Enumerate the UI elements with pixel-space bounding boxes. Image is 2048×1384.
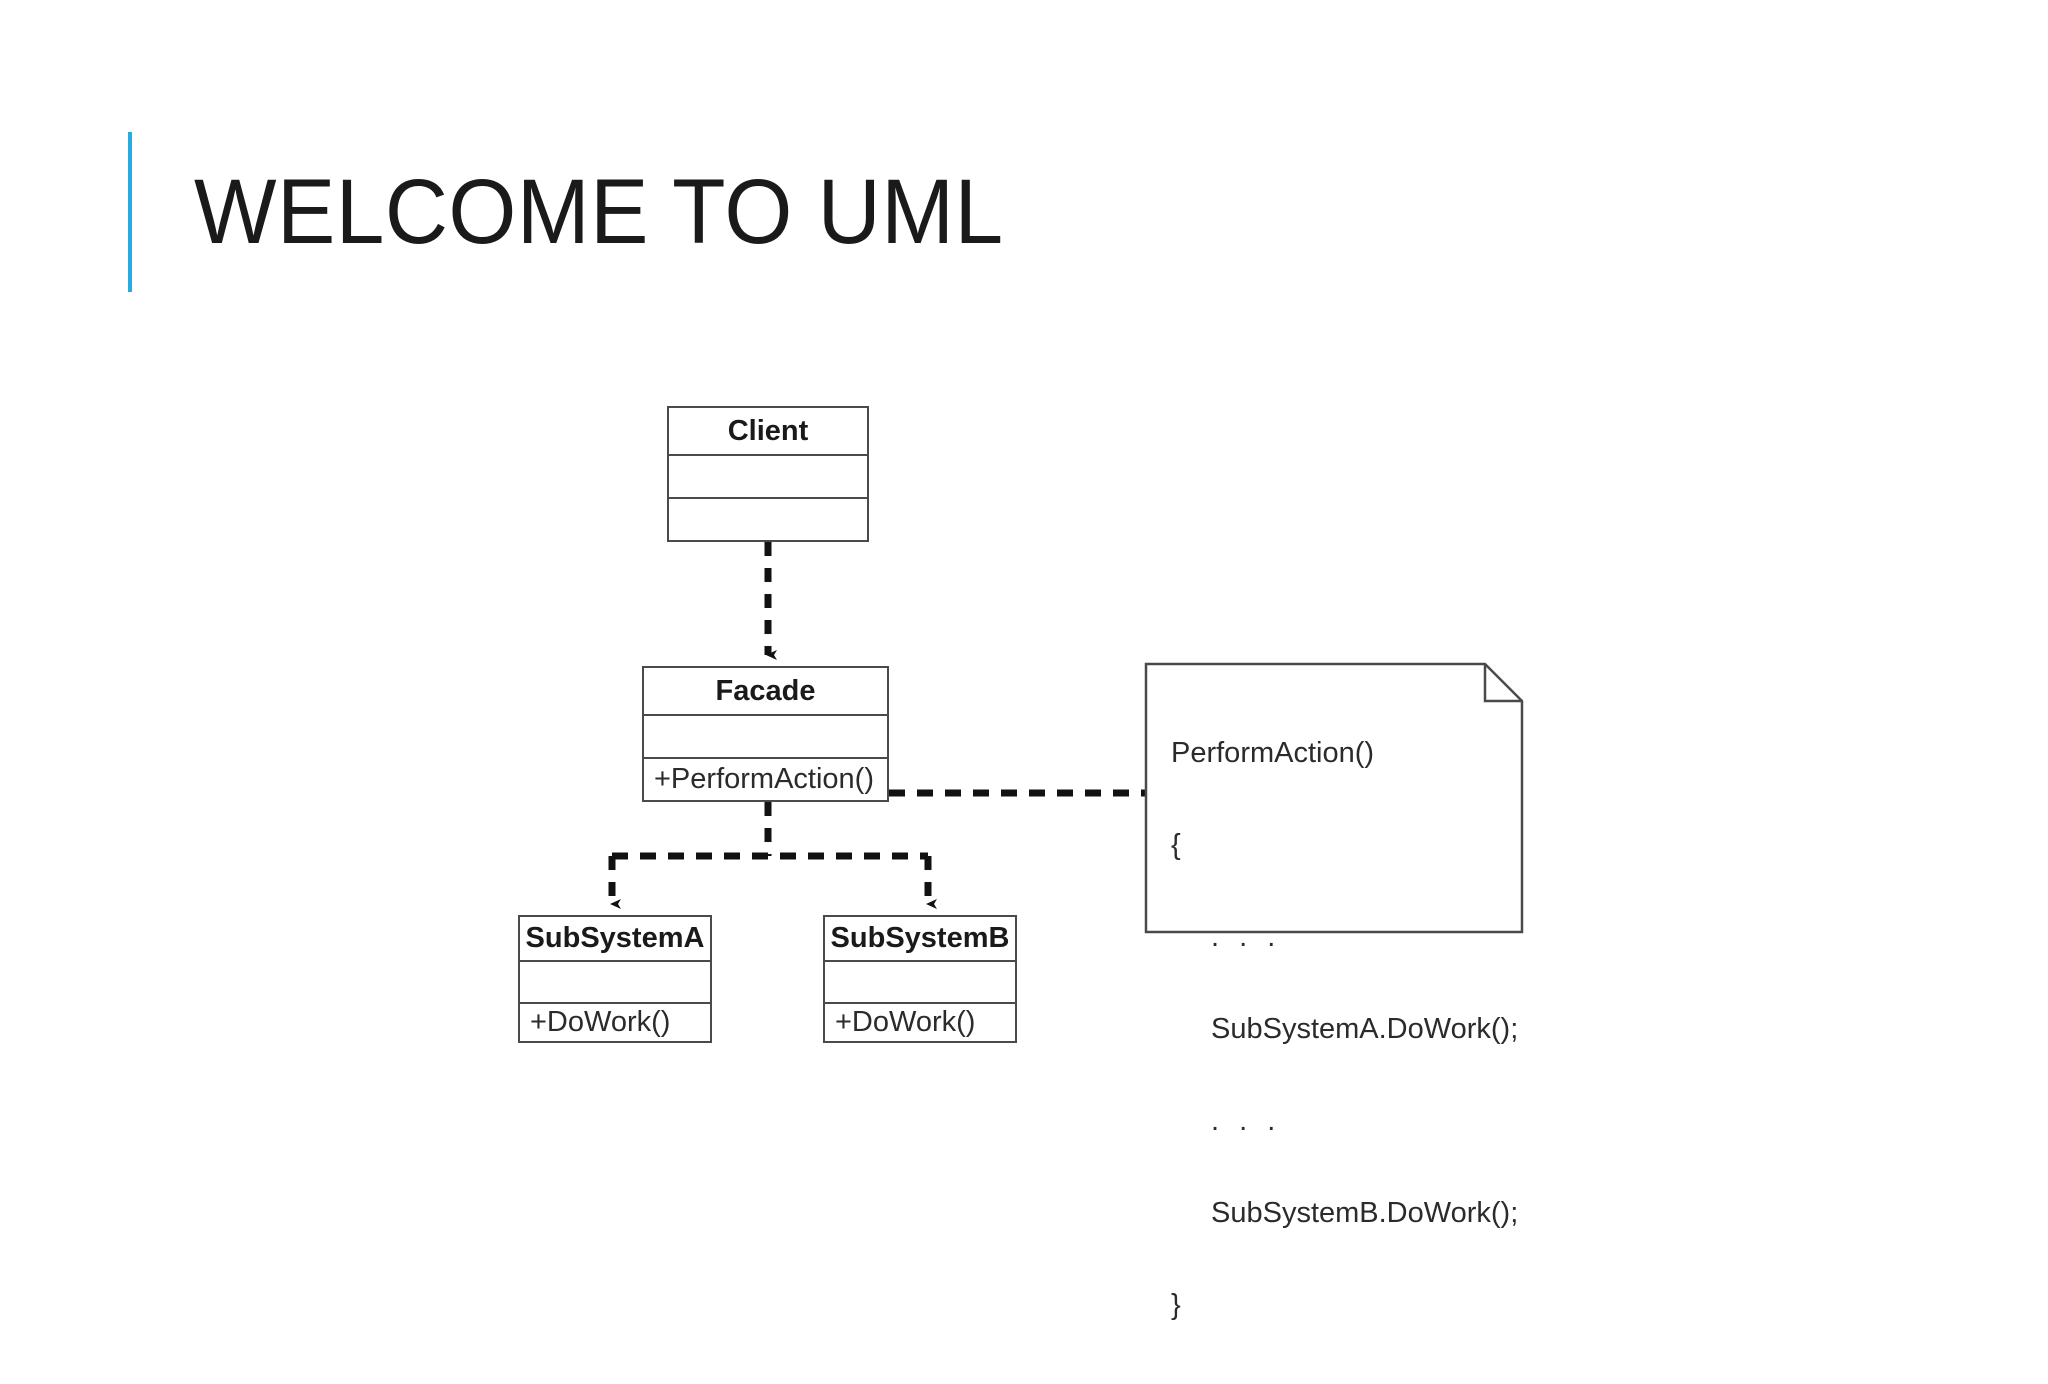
page-title: WELCOME TO UML <box>194 161 1004 263</box>
uml-class-facade-name: Facade <box>644 668 887 716</box>
uml-class-facade-operation-performaction: +PerformAction() <box>654 763 874 795</box>
slide-title-block: WELCOME TO UML <box>128 132 1046 292</box>
note-line-close-brace: } <box>1171 1289 1181 1321</box>
note-shape-icon <box>1144 662 1524 934</box>
note-line-ellipsis-1: . . . <box>1211 921 1282 953</box>
uml-class-subsystema-operation-dowork: +DoWork() <box>530 1005 671 1038</box>
note-body: PerformAction() { . . . SubSystemA.DoWor… <box>1171 681 1519 1383</box>
uml-class-subsystema-attributes <box>520 962 710 1004</box>
uml-class-facade[interactable]: Facade +PerformAction() <box>642 666 889 802</box>
diagram-connectors <box>608 542 1145 909</box>
uml-class-facade-attributes <box>644 716 887 759</box>
uml-class-subsystema-name: SubSystemA <box>520 917 710 963</box>
uml-class-subsystemb-attributes <box>825 962 1015 1004</box>
uml-class-subsystemb[interactable]: SubSystemB +DoWork() <box>823 915 1017 1043</box>
uml-class-subsystemb-operation-dowork: +DoWork() <box>835 1005 976 1038</box>
uml-class-subsystema[interactable]: SubSystemA +DoWork() <box>518 915 712 1043</box>
uml-note-performaction[interactable]: PerformAction() { . . . SubSystemA.DoWor… <box>1144 662 1524 1320</box>
connector-facade-to-subsystems <box>608 802 937 909</box>
note-line-signature: PerformAction() <box>1171 737 1375 769</box>
uml-class-subsystemb-name: SubSystemB <box>825 917 1015 963</box>
note-line-call-subsystemb: SubSystemB.DoWork(); <box>1211 1197 1519 1229</box>
uml-class-diagram: Client Facade +PerformAction() SubSystem… <box>518 406 1524 1320</box>
uml-class-client-operations <box>669 499 867 540</box>
uml-class-client-attributes <box>669 456 867 499</box>
uml-class-client-name: Client <box>669 408 867 456</box>
note-line-ellipsis-2: . . . <box>1211 1105 1282 1137</box>
note-line-open-brace: { <box>1171 829 1181 861</box>
title-accent-bar <box>128 132 132 292</box>
uml-class-client[interactable]: Client <box>667 406 869 542</box>
note-line-call-subsystema: SubSystemA.DoWork(); <box>1211 1013 1519 1045</box>
